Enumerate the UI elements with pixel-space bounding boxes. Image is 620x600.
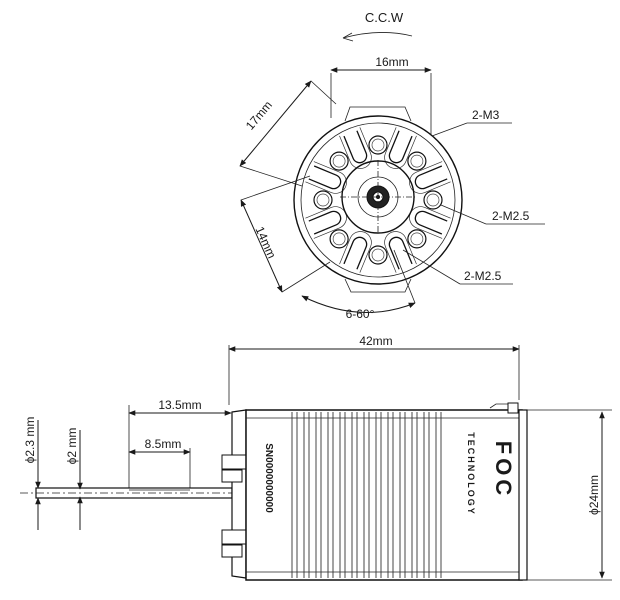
side-view: 42mm 13.5mm 8.5mm ϕ2.3 mm ϕ2 mm (20, 334, 612, 581)
dim-arc-ext (393, 249, 416, 304)
dim-arc-label: 6-60° (346, 307, 375, 321)
mounting-hole-thread (371, 138, 385, 152)
vent-slot (339, 127, 372, 169)
mounting-hole-thread (410, 232, 424, 246)
dim-14-ext-bottom (281, 261, 331, 293)
mounting-hole-thread (316, 193, 330, 207)
callout-m25-bottom-label: 2-M2.5 (464, 269, 502, 283)
motor-can (245, 409, 523, 581)
vent-slot (384, 231, 417, 273)
dim-13-label: 13.5mm (158, 398, 201, 412)
dim-17-label: 17mm (243, 98, 275, 133)
callout-m25-right-label: 2-M2.5 (492, 209, 530, 223)
mount-tab-upper-b (221, 469, 243, 483)
dim-14-ext-top (240, 175, 311, 201)
dim-shaft-inner-label: ϕ2 mm (65, 428, 79, 465)
rotation-arrow (342, 32, 413, 42)
end-view-outer-circle (293, 115, 463, 285)
mounting-hole (407, 229, 427, 249)
mounting-hole-thread (332, 154, 346, 168)
label-brand: FOC (491, 441, 516, 499)
mounting-hole (329, 229, 349, 249)
dim-17-ext-bottom (239, 165, 303, 187)
mounting-hole-thread (410, 154, 424, 168)
mounting-hole-thread (371, 248, 385, 262)
dim-14-line (240, 199, 283, 293)
vent-slot (409, 161, 451, 194)
mounting-hole (368, 245, 388, 265)
mounting-hole (368, 135, 388, 155)
dim-24-label: ϕ24mm (587, 475, 601, 515)
mounting-hole (407, 151, 427, 171)
vent-slot (384, 127, 417, 169)
motor-cooling-fins (291, 412, 442, 578)
vent-slot (339, 231, 372, 273)
dim-14-label: 14mm (252, 224, 278, 260)
motor-rear-cap (518, 409, 528, 581)
mount-tab-lower-b (221, 544, 243, 558)
dim-arc-60 (301, 295, 416, 313)
label-serial: SN0000000000 (263, 443, 274, 513)
end-view-flat-top (344, 106, 412, 122)
rotation-indicator: C.C.W (342, 10, 413, 42)
mount-tab-upper-a (221, 454, 247, 470)
callout-m3-label: 2-M3 (472, 108, 500, 122)
end-view: 16mm 17mm 14mm 6-60° 2-M3 2-M2.5 2-M2.5 (239, 55, 545, 321)
sensor-connector (507, 402, 519, 414)
label-brand-sub: TECHNOLOGY (466, 432, 476, 516)
mounting-hole-thread (332, 232, 346, 246)
dim-17-ext-top (310, 80, 337, 105)
dim-shaft-outer-label: ϕ2.3 mm (23, 417, 37, 464)
mounting-hole (423, 190, 443, 210)
callout-m25-right-leader (440, 204, 487, 225)
vent-slot (305, 161, 347, 194)
mounting-hole (313, 190, 333, 210)
mounting-hole-thread (426, 193, 440, 207)
dim-42-label: 42mm (359, 334, 392, 348)
end-view-inner-circle (300, 122, 456, 278)
dim-8-label: 8.5mm (145, 437, 182, 451)
end-view-mounting-holes (313, 135, 443, 265)
dim-17-line (239, 80, 312, 167)
callout-m25-bottom-leader (402, 249, 461, 285)
dim-16-label: 16mm (375, 55, 408, 69)
callout-m3-leader (431, 122, 468, 137)
mount-tab-lower-a (221, 529, 247, 545)
rotation-label: C.C.W (365, 10, 404, 25)
mounting-hole (329, 151, 349, 171)
